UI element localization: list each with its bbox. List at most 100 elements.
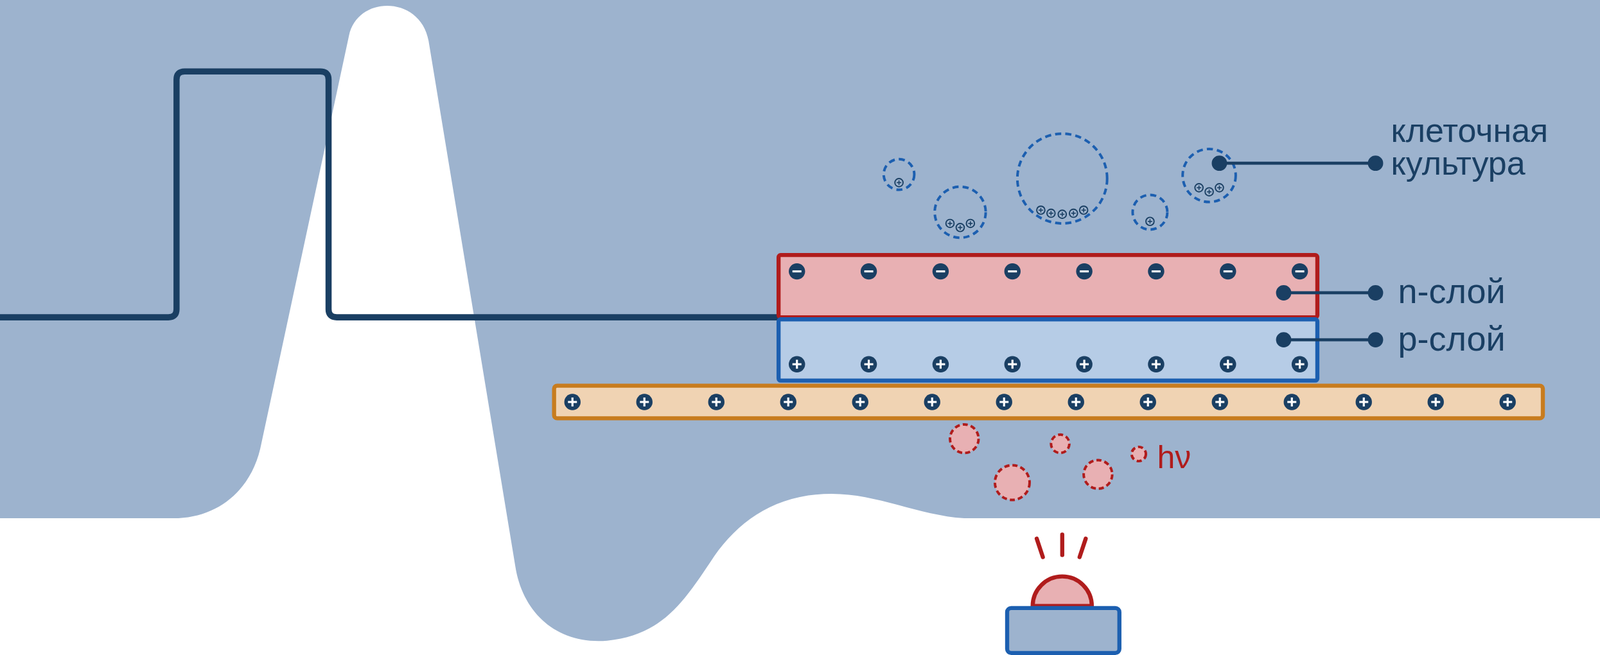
sign-part: [788, 355, 805, 372]
sign-part: [1075, 397, 1078, 407]
sign-part: [1057, 210, 1067, 219]
sign-part: [949, 220, 951, 226]
sign-part: [1434, 397, 1437, 407]
sign-part: [959, 225, 961, 230]
sign-part: [1147, 263, 1164, 280]
sign-part: [1298, 359, 1301, 369]
sign-part: [792, 270, 802, 273]
sign-part: [1046, 209, 1056, 218]
sign-part: [1149, 219, 1152, 224]
sign-part: [1215, 183, 1224, 193]
sign-part: [1506, 397, 1509, 407]
sign-part: [1291, 355, 1308, 372]
sign-part: [996, 393, 1013, 410]
sign-part: [1499, 393, 1516, 410]
sign-part: [894, 178, 904, 187]
sign-part: [931, 397, 934, 407]
layer-label: n-слой: [1397, 273, 1505, 309]
sign-part: [1040, 208, 1042, 213]
sign-part: [1072, 211, 1074, 216]
sign-part: [1003, 397, 1006, 407]
sign-part: [956, 223, 965, 232]
photon-label: hν: [1157, 439, 1192, 476]
sign-part: [1151, 270, 1161, 273]
sign-part: [859, 397, 862, 407]
substrate: [554, 386, 1543, 419]
sign-part: [715, 397, 718, 407]
sign-part: [935, 270, 945, 273]
sign-part: [636, 393, 653, 410]
sign-part: [1075, 355, 1092, 372]
layer-label: p-слой: [1397, 321, 1505, 356]
sign-part: [1083, 359, 1086, 369]
wire: [0, 71, 780, 318]
cell-charges: [894, 178, 1224, 232]
sign-part: [1212, 393, 1229, 410]
sign-part: [939, 359, 942, 369]
sign-part: [852, 393, 869, 410]
sign-part: [1004, 355, 1021, 372]
sign-part: [1219, 185, 1221, 191]
sign-part: [946, 219, 955, 229]
sign-part: [1069, 209, 1078, 218]
sign-part: [787, 397, 790, 407]
sign-part: [1004, 263, 1021, 280]
sign-part: [1007, 270, 1017, 273]
sign-part: [860, 263, 877, 280]
cell-culture-label: клеточная культура: [1390, 114, 1600, 180]
sign-part: [1219, 397, 1222, 407]
sign-part: [1154, 359, 1157, 369]
sign-part: [1082, 208, 1085, 213]
sign-part: [1140, 393, 1157, 410]
sign-part: [932, 355, 949, 372]
sign-part: [1226, 359, 1229, 369]
sign-part: [1283, 393, 1301, 410]
p-layer: [778, 319, 1318, 381]
cell-culture: [883, 133, 1236, 238]
sign-part: [1208, 189, 1211, 194]
sign-part: [564, 393, 581, 410]
sign-part: [571, 397, 574, 407]
sign-part: [1147, 355, 1164, 372]
sign-part: [780, 393, 797, 410]
sign-part: [1219, 263, 1236, 280]
sign-part: [1223, 270, 1233, 273]
sign-part: [864, 270, 874, 273]
sign-part: [867, 359, 870, 369]
sign-part: [1295, 270, 1305, 273]
sign-part: [1145, 217, 1155, 226]
sign-part: [924, 393, 941, 410]
sign-part: [1011, 359, 1014, 369]
sign-part: [932, 263, 949, 280]
sign-part: [1291, 263, 1308, 280]
sign-part: [1075, 263, 1092, 280]
sign-part: [969, 220, 972, 226]
sign-part: [966, 219, 975, 229]
sign-part: [1355, 393, 1372, 410]
sign-part: [1219, 355, 1236, 372]
sign-part: [860, 355, 877, 372]
sign-part: [1079, 206, 1089, 215]
sign-part: [1194, 183, 1204, 193]
charge-signs: [564, 263, 1516, 411]
sign-part: [643, 397, 646, 407]
sign-part: [1036, 206, 1046, 215]
sign-part: [898, 180, 900, 185]
sign-part: [795, 359, 798, 369]
sign-part: [1079, 270, 1089, 273]
sign-part: [1061, 211, 1064, 217]
sign-part: [1198, 185, 1200, 191]
leader-lines: [1213, 157, 1382, 347]
sign-part: [1204, 187, 1214, 196]
sign-part: [1068, 393, 1085, 410]
sign-part: [1427, 393, 1444, 410]
n-layer: [778, 254, 1318, 318]
sign-part: [1362, 397, 1365, 407]
sign-part: [708, 393, 725, 410]
sign-part: [1147, 397, 1150, 407]
led: [1007, 535, 1120, 654]
sign-part: [1291, 397, 1293, 407]
photons: [949, 424, 1146, 501]
